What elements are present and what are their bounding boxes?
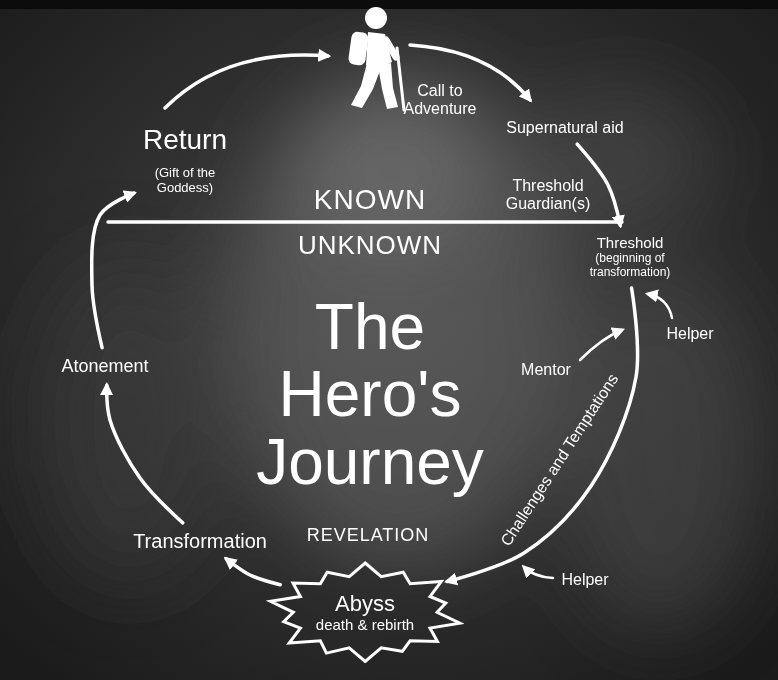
stage-label: Return (Gift of the Goddess) — [139, 121, 231, 199]
stage-note: (beginning of transformation) — [580, 252, 680, 280]
helper-arrow — [648, 294, 672, 318]
stage-name: Abyss — [316, 591, 414, 616]
helper-label: Helper — [561, 571, 608, 589]
stage-name: Transformation — [133, 530, 267, 553]
stage-arrow — [107, 385, 183, 523]
stage-arrow — [92, 193, 134, 348]
region-label: UNKNOWN — [298, 231, 442, 261]
region-label: KNOWN — [314, 184, 426, 216]
stage-label: Transformation — [129, 527, 271, 556]
top-band — [0, 0, 778, 9]
mentor-label: Mentor — [521, 361, 571, 379]
hiker-stick — [386, 40, 404, 110]
edge-label: Challenges and Temptations — [497, 371, 622, 550]
abyss-starburst: Abyssdeath & rebirth — [266, 561, 464, 664]
stage-name: Threshold — [580, 234, 680, 251]
helper-arrow — [524, 567, 553, 578]
stage-name: Supernatural aid — [506, 119, 623, 137]
hiker-icon — [348, 7, 398, 109]
stage-name: Return — [143, 124, 227, 156]
stage-label: Supernatural aid — [502, 116, 627, 140]
stage-label: Atonement — [57, 353, 152, 380]
stage-name: Atonement — [61, 356, 148, 377]
mentor-arrow — [580, 330, 622, 360]
helper-label: Helper — [666, 325, 713, 343]
diagram-title: The Hero's Journey — [240, 294, 500, 496]
blurred-figure — [40, 70, 760, 630]
known-unknown-divider — [108, 220, 622, 224]
stage-caption: Threshold Guardian(s) — [498, 177, 598, 214]
stage-arrow — [226, 559, 280, 585]
stage-note: death & rebirth — [316, 616, 414, 633]
stage-note: (Gift of the Goddess) — [145, 166, 225, 196]
stage-arrow — [577, 144, 620, 225]
revelation-label: REVELATION — [307, 525, 430, 546]
return-arrow — [165, 55, 328, 108]
stage-caption: Call to Adventure — [390, 82, 490, 119]
stage-label: Threshold(beginning of transformation) — [576, 231, 684, 283]
starburst-shape — [270, 563, 460, 662]
